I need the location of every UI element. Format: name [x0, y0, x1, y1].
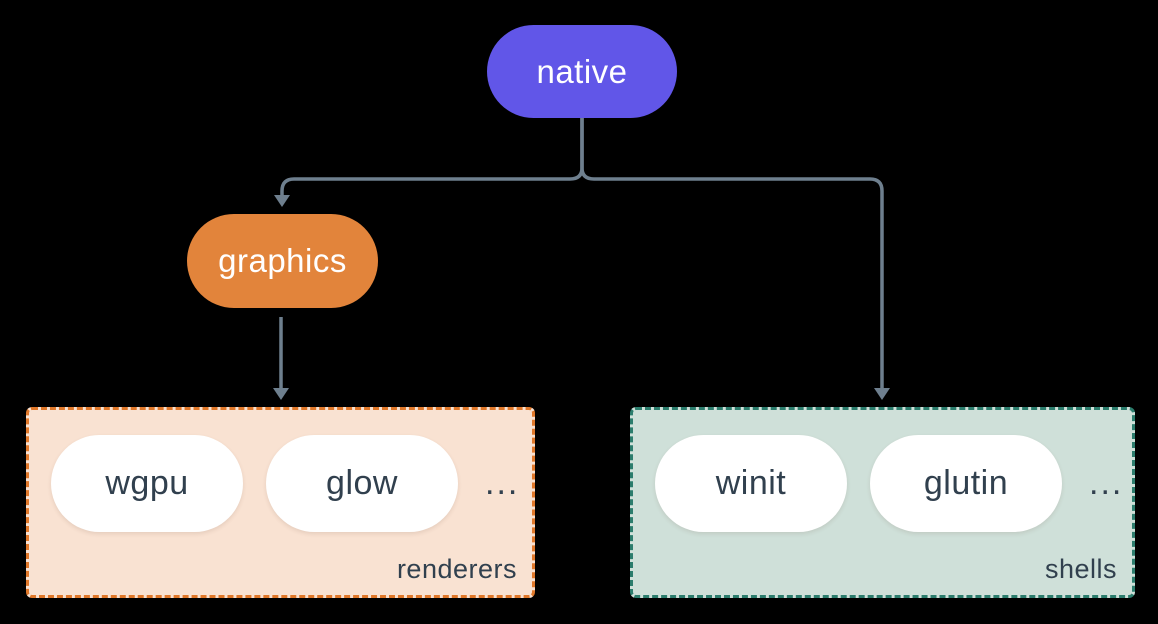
node-graphics: graphics [187, 214, 378, 308]
arrowhead-icon [273, 388, 289, 400]
connector-native-to-shells [580, 118, 884, 389]
renderers-group: wgpu glow ... renderers [26, 407, 535, 598]
node-wgpu-label: wgpu [105, 464, 189, 502]
node-native-label: native [536, 52, 628, 90]
node-glow: glow [266, 435, 458, 532]
connector-native-to-graphics [280, 118, 584, 196]
shells-ellipsis-label: ... [1089, 464, 1124, 502]
node-graphics-label: graphics [218, 242, 347, 279]
shells-pill-row: winit glutin ... [655, 435, 1123, 532]
renderers-group-label: renderers [396, 554, 517, 584]
arrowhead-icon [874, 388, 890, 400]
node-winit-label: winit [715, 464, 787, 502]
shells-group: winit glutin ... shells [630, 407, 1135, 598]
node-native: native [487, 25, 677, 118]
arrowhead-icon [274, 195, 290, 207]
node-glutin: glutin [870, 435, 1062, 532]
renderers-ellipsis-label: ... [485, 464, 520, 502]
shells-group-label: shells [1044, 554, 1117, 584]
node-wgpu: wgpu [51, 435, 243, 532]
node-glow-label: glow [326, 464, 398, 502]
renderers-pill-row: wgpu glow ... [51, 435, 519, 532]
node-winit: winit [655, 435, 847, 532]
node-glutin-label: glutin [923, 464, 1009, 502]
